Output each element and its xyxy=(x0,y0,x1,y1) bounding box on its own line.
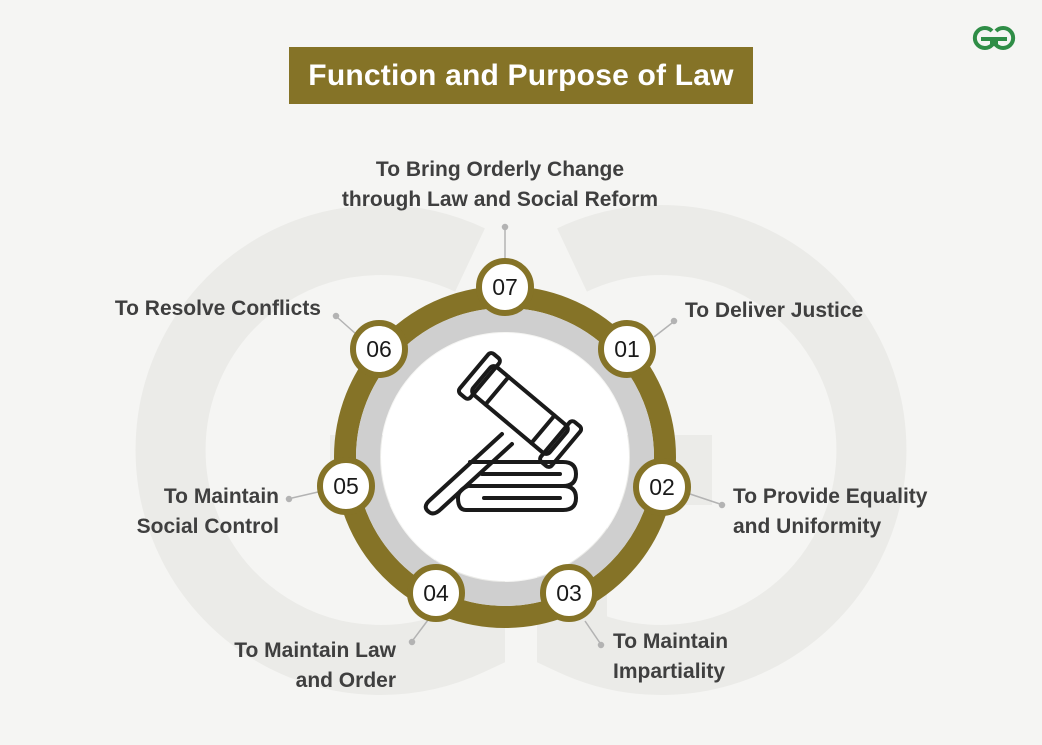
geeksforgeeks-logo-icon xyxy=(972,26,1016,50)
connector-05 xyxy=(291,491,319,499)
label-02: To Provide Equality and Uniformity xyxy=(733,485,928,538)
badge-01: 01 xyxy=(598,320,656,378)
badge-07: 07 xyxy=(476,258,534,316)
badge-number: 06 xyxy=(366,335,392,362)
connector-01 xyxy=(653,322,673,338)
label-04: To Maintain Law and Order xyxy=(234,639,396,692)
badge-04: 04 xyxy=(407,564,465,622)
label-07: To Bring Orderly Change through Law and … xyxy=(341,158,659,211)
connector-06 xyxy=(337,317,357,335)
label-05: To Maintain Social Control xyxy=(136,485,279,538)
badge-number: 04 xyxy=(423,579,449,606)
label-06: To Resolve Conflicts xyxy=(114,297,321,320)
badge-05: 05 xyxy=(317,457,375,515)
badge-number: 03 xyxy=(556,579,582,606)
badge-number: 07 xyxy=(492,273,518,300)
badge-03: 03 xyxy=(540,564,598,622)
badge-number: 01 xyxy=(614,335,640,362)
connector-04 xyxy=(412,619,429,641)
connector-02 xyxy=(689,493,721,505)
badge-06: 06 xyxy=(350,320,408,378)
label-03: To Maintain Impartiality xyxy=(613,630,729,683)
badge-number: 02 xyxy=(649,473,675,500)
badge-02: 02 xyxy=(633,458,691,516)
connector-03 xyxy=(584,620,601,644)
title-banner: Function and Purpose of Law xyxy=(289,47,753,104)
inner-ring xyxy=(356,308,654,606)
badge-number: 05 xyxy=(333,472,359,499)
page-title: Function and Purpose of Law xyxy=(308,58,734,92)
gavel-on-books-icon xyxy=(423,351,584,516)
center-disc xyxy=(381,333,629,581)
label-01: To Deliver Justice xyxy=(685,299,864,322)
